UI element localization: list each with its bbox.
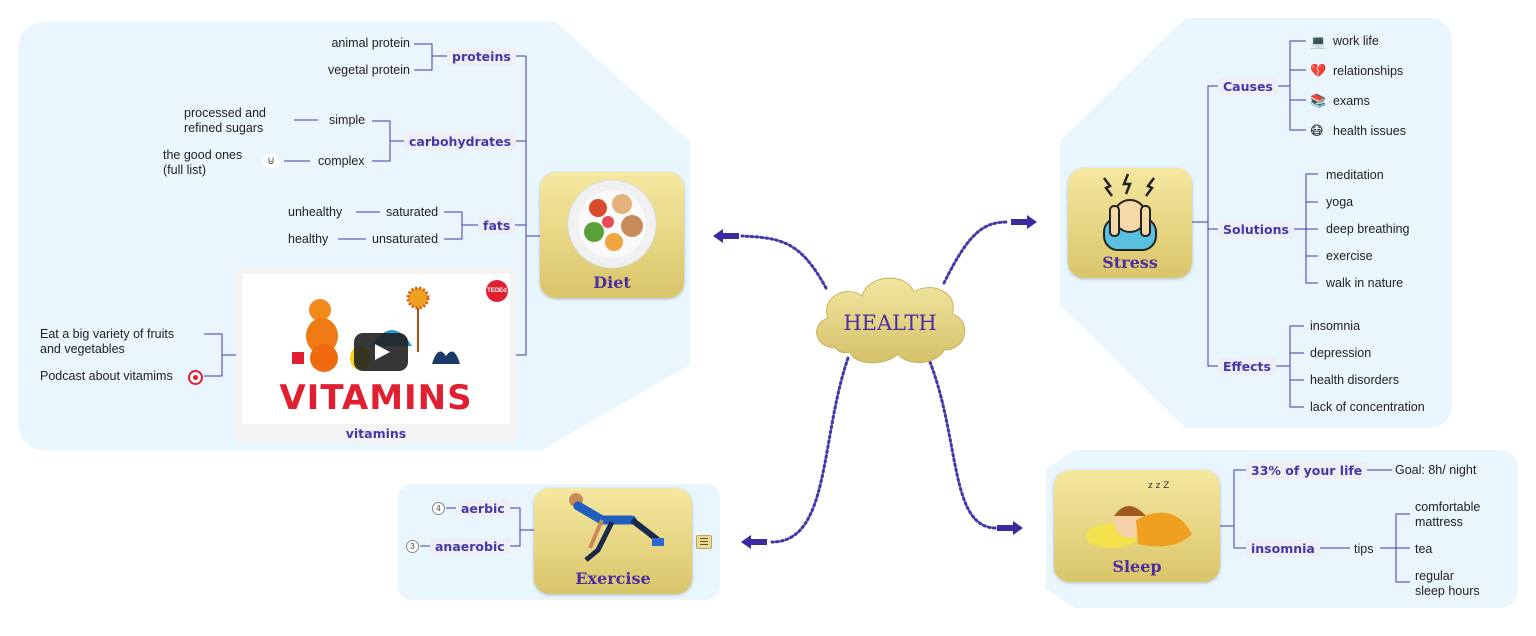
tip-item-regular-line-2[interactable]: sleep hours bbox=[1415, 584, 1480, 598]
video-thumbnail[interactable]: TEDEd VITAMINS bbox=[242, 274, 510, 424]
carbs-links bbox=[372, 120, 404, 162]
notes-icon[interactable] bbox=[696, 535, 712, 549]
center-label[interactable]: HEALTH bbox=[843, 311, 937, 335]
exercise-label: Exercise bbox=[575, 569, 651, 588]
exercise-links bbox=[510, 507, 534, 547]
protein-item-vegetal[interactable]: vegetal protein bbox=[327, 63, 410, 77]
aerbic-count-badge[interactable]: 4 bbox=[432, 502, 445, 515]
fats-links bbox=[444, 211, 478, 240]
exercise-arrow-icon bbox=[741, 535, 767, 549]
link-health-diet bbox=[740, 234, 828, 290]
diet-topic[interactable]: Diet bbox=[540, 172, 684, 298]
carbs-complex-desc-line-1: the good ones bbox=[163, 148, 243, 162]
effect-item-lack-of-concentration[interactable]: lack of concentration bbox=[1310, 400, 1425, 414]
link-health-sleep bbox=[928, 360, 998, 530]
tip-item-regular-line-1[interactable]: regular bbox=[1415, 569, 1454, 583]
video-title: VITAMINS bbox=[279, 378, 473, 418]
life-share-category[interactable]: 33% of your life bbox=[1246, 462, 1368, 479]
solution-item-deep-breathing[interactable]: deep breathing bbox=[1326, 222, 1410, 236]
causes-category[interactable]: Causes bbox=[1218, 78, 1278, 95]
books-icon: 📚 bbox=[1310, 93, 1327, 108]
link-health-stress bbox=[942, 220, 1010, 285]
exercise-topic[interactable]: Exercise bbox=[534, 488, 692, 594]
tip-item-mattress-line-2[interactable]: mattress bbox=[1415, 515, 1463, 529]
proteins-links bbox=[414, 43, 447, 71]
tips-links bbox=[1380, 513, 1410, 583]
broken-heart-icon: 💔 bbox=[1310, 63, 1327, 78]
tip-item-mattress-line-1[interactable]: comfortable bbox=[1415, 500, 1481, 514]
laptop-icon: 💻 bbox=[1310, 34, 1327, 49]
vitamins-caption[interactable]: vitamins bbox=[345, 426, 407, 441]
cause-item-relationships[interactable]: relationships bbox=[1333, 64, 1404, 78]
anaerobic-count-badge[interactable]: 3 bbox=[406, 540, 419, 553]
sleep-goal[interactable]: Goal: 8h/ night bbox=[1395, 463, 1477, 477]
attachment-icon[interactable]: ⊍ bbox=[262, 154, 280, 168]
solution-item-exercise[interactable]: exercise bbox=[1326, 249, 1373, 263]
stress-topic[interactable]: Stress bbox=[1068, 168, 1192, 278]
ted-ed-logo: TEDEd bbox=[486, 280, 508, 302]
solutions-links bbox=[1292, 173, 1318, 284]
mask-face-icon: 😷 bbox=[1310, 123, 1324, 138]
vitamins-note-1-line-1[interactable]: Eat a big variety of fruits bbox=[40, 327, 175, 341]
health-cloud[interactable] bbox=[806, 268, 974, 368]
stress-arrow-icon bbox=[1011, 215, 1037, 229]
carbs-complex-desc-line-2: (full list) bbox=[163, 163, 207, 177]
stress-trunk bbox=[1192, 85, 1218, 367]
tip-item-tea[interactable]: tea bbox=[1415, 542, 1433, 556]
carbs-simple[interactable]: simple bbox=[329, 113, 366, 127]
diet-trunk bbox=[512, 55, 540, 356]
causes-links bbox=[1274, 40, 1306, 131]
sleep-insomnia-category[interactable]: insomnia bbox=[1246, 540, 1320, 557]
sleep-tips[interactable]: tips bbox=[1354, 542, 1374, 556]
fats-unsaturated-desc: healthy bbox=[288, 232, 329, 246]
cause-item-health-issues[interactable]: health issues bbox=[1333, 124, 1406, 138]
proteins-category[interactable]: proteins bbox=[447, 48, 516, 65]
carbs-simple-desc-line-2: refined sugars bbox=[184, 121, 264, 135]
solutions-category[interactable]: Solutions bbox=[1218, 221, 1294, 238]
effects-category[interactable]: Effects bbox=[1218, 358, 1276, 375]
stressed-person-icon bbox=[1103, 173, 1157, 251]
stress-label: Stress bbox=[1102, 253, 1158, 272]
effect-item-insomnia[interactable]: insomnia bbox=[1310, 319, 1361, 333]
carbs-complex[interactable]: complex bbox=[318, 154, 365, 168]
carbs-simple-desc-line-1: processed and bbox=[184, 106, 267, 120]
effects-links bbox=[1274, 325, 1304, 408]
stretching-man-icon bbox=[569, 493, 664, 562]
cause-item-work-life[interactable]: work life bbox=[1333, 34, 1379, 48]
carbohydrates-category[interactable]: carbohydrates bbox=[404, 133, 517, 150]
food-plate-icon bbox=[567, 179, 657, 269]
protein-item-animal[interactable]: animal protein bbox=[331, 36, 410, 50]
solution-item-yoga[interactable]: yoga bbox=[1326, 195, 1354, 209]
fats-saturated-desc: unhealthy bbox=[288, 205, 343, 219]
anaerobic-category[interactable]: anaerobic bbox=[430, 538, 510, 555]
vitamins-note-2[interactable]: Podcast about vitamims bbox=[40, 369, 173, 383]
fats-unsaturated[interactable]: unsaturated bbox=[372, 232, 439, 246]
play-button[interactable] bbox=[354, 333, 408, 371]
diet-label: Diet bbox=[593, 273, 631, 292]
aerbic-category[interactable]: aerbic bbox=[456, 500, 510, 517]
target-link-icon[interactable] bbox=[188, 370, 203, 385]
diet-arrow-icon bbox=[713, 229, 739, 243]
effect-item-health-disorders[interactable]: health disorders bbox=[1310, 373, 1399, 387]
solution-item-walk-in-nature[interactable]: walk in nature bbox=[1326, 276, 1404, 290]
link-health-exercise bbox=[770, 356, 850, 544]
sleep-arrow-icon bbox=[997, 521, 1023, 535]
fats-category[interactable]: fats bbox=[478, 217, 516, 234]
cause-item-exams[interactable]: exams bbox=[1333, 94, 1370, 108]
sleeping-child-icon: z z Z bbox=[1086, 481, 1192, 548]
fats-saturated[interactable]: saturated bbox=[386, 205, 439, 219]
effect-item-depression[interactable]: depression bbox=[1310, 346, 1372, 360]
vitamins-video[interactable]: TEDEd VITAMINS vitamins bbox=[236, 268, 516, 443]
vitamins-note-1-line-2[interactable]: and vegetables bbox=[40, 342, 125, 356]
sleep-label: Sleep bbox=[1112, 557, 1162, 576]
svg-text:z z Z: z z Z bbox=[1148, 481, 1169, 491]
solution-item-meditation[interactable]: meditation bbox=[1326, 168, 1384, 182]
sleep-trunk bbox=[1220, 469, 1246, 549]
vitamins-notes-links bbox=[204, 333, 236, 377]
sleep-topic[interactable]: z z Z Sleep bbox=[1054, 470, 1220, 582]
